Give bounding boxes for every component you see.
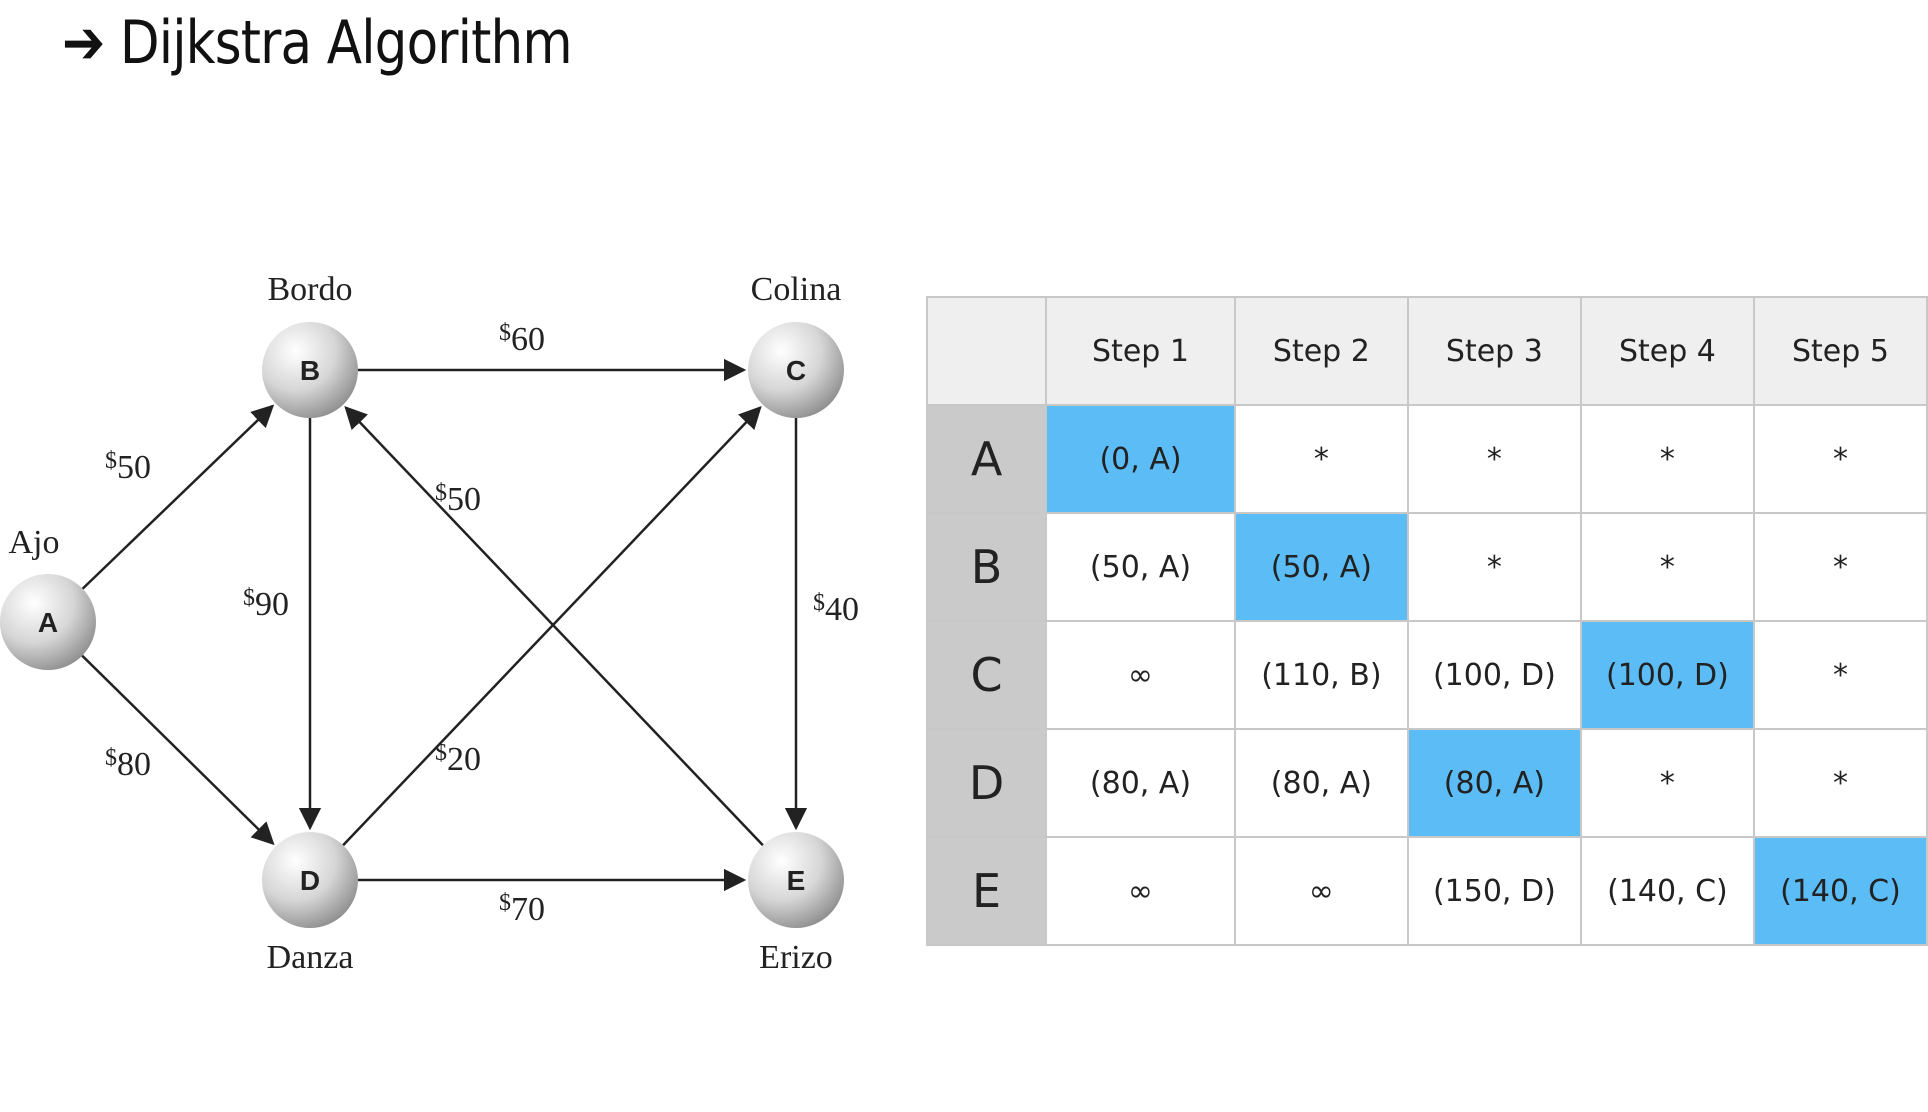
row-label: C [925,620,1048,730]
graph-node-d: D Danza [262,832,358,976]
table-cell: (80, A) [1045,728,1236,838]
table-cell: (100, D) [1406,620,1582,730]
dollar-sign: $ [105,745,117,771]
edge-cost-value: 80 [117,746,151,783]
node-city-label: Erizo [759,939,833,976]
graph-node-e: E Erizo [748,832,844,976]
table-cell: * [1233,404,1409,514]
node-sphere [0,574,96,670]
dijkstra-graph: $50$80$60$90$40$20$70$50 AAjoBBordoCColi… [0,271,859,976]
table-cell: (50, A) [1233,512,1409,622]
table-row: B (50, A) (50, A) * * * [925,512,1928,622]
node-sphere [748,832,844,928]
table-cell: * [1406,512,1582,622]
edges-layer [81,358,808,892]
node-letter: B [300,355,320,386]
dollar-sign: $ [813,590,825,616]
dollar-sign: $ [435,740,447,766]
edge-cost-label: $70 [499,890,545,928]
table-row: D (80, A) (80, A) (80, A) * * [925,728,1928,838]
table-cell: (100, D) [1579,620,1755,730]
edge-e-b [344,406,764,847]
graph-node-a: A Ajo [0,524,96,670]
page-title: ➔Dijkstra Algorithm [62,8,573,78]
edge-cost-value: 50 [447,481,481,518]
node-city-label: Bordo [268,271,353,308]
table-row: E ∞ ∞ (150, D) (140, C) (140, C) [925,836,1928,946]
row-label: B [925,512,1048,622]
edge-cost-label: $90 [243,585,289,623]
header-step-4: Step 4 [1579,296,1755,406]
table-cell: (80, A) [1233,728,1409,838]
node-city-label: Danza [267,939,354,976]
edge-a-d [81,654,275,846]
row-label: A [925,404,1048,514]
edge-cost-label: $50 [435,480,481,518]
node-city-label: Ajo [9,524,60,561]
edge-cost-label: $50 [105,448,151,486]
dollar-sign: $ [243,585,255,611]
table-cell: (0, A) [1045,404,1236,514]
node-city-label: Colina [751,271,842,308]
arrow-right-icon: ➔ [62,8,105,78]
edge-d-c [342,406,762,847]
node-letter: C [786,355,806,386]
table-cell: * [1752,404,1928,514]
node-letter: E [787,865,806,896]
node-sphere [262,832,358,928]
graph-node-c: C Colina [748,271,844,418]
table-corner-cell [925,296,1048,406]
table-cell: * [1752,512,1928,622]
page-title-text: Dijkstra Algorithm [119,8,573,78]
table-cell: (140, C) [1579,836,1755,946]
table-header-row: Step 1 Step 2 Step 3 Step 4 Step 5 [925,296,1928,406]
edge-cost-value: 40 [825,591,859,628]
cost-labels-layer: $50$80$60$90$40$20$70$50 [105,320,859,928]
edge-cost-value: 70 [511,891,545,928]
edge-cost-label: $60 [499,320,545,358]
table-cell: (80, A) [1406,728,1582,838]
dollar-sign: $ [499,890,511,916]
edge-cost-label: $80 [105,745,151,783]
header-step-2: Step 2 [1233,296,1409,406]
node-sphere [262,322,358,418]
table-cell: * [1579,404,1755,514]
table-cell: (110, B) [1233,620,1409,730]
graph-node-b: B Bordo [262,271,358,418]
table-cell: ∞ [1233,836,1409,946]
edge-cost-value: 60 [511,321,545,358]
table-row: A (0, A) * * * * [925,404,1928,514]
table-cell: (150, D) [1406,836,1582,946]
node-letter: A [38,607,58,638]
table-cell: * [1579,728,1755,838]
node-sphere [748,322,844,418]
edge-cost-label: $40 [813,590,859,628]
table-cell: (140, C) [1752,836,1928,946]
table-cell: * [1406,404,1582,514]
header-step-3: Step 3 [1406,296,1582,406]
table-cell: * [1752,620,1928,730]
table-cell: ∞ [1045,620,1236,730]
edge-cost-value: 20 [447,741,481,778]
header-step-5: Step 5 [1752,296,1928,406]
table-cell: * [1579,512,1755,622]
edge-cost-value: 90 [255,586,289,623]
edge-cost-label: $20 [435,740,481,778]
dollar-sign: $ [435,480,447,506]
node-letter: D [300,865,320,896]
table-cell: * [1752,728,1928,838]
dollar-sign: $ [499,320,511,346]
table-cell: ∞ [1045,836,1236,946]
row-label: E [925,836,1048,946]
header-step-1: Step 1 [1045,296,1236,406]
table-cell: (50, A) [1045,512,1236,622]
dijkstra-steps-table: Step 1 Step 2 Step 3 Step 4 Step 5 A (0,… [925,296,1928,946]
edge-cost-value: 50 [117,449,151,486]
dollar-sign: $ [105,448,117,474]
row-label: D [925,728,1048,838]
table-row: C ∞ (110, B) (100, D) (100, D) * [925,620,1928,730]
edge-a-b [81,404,275,590]
